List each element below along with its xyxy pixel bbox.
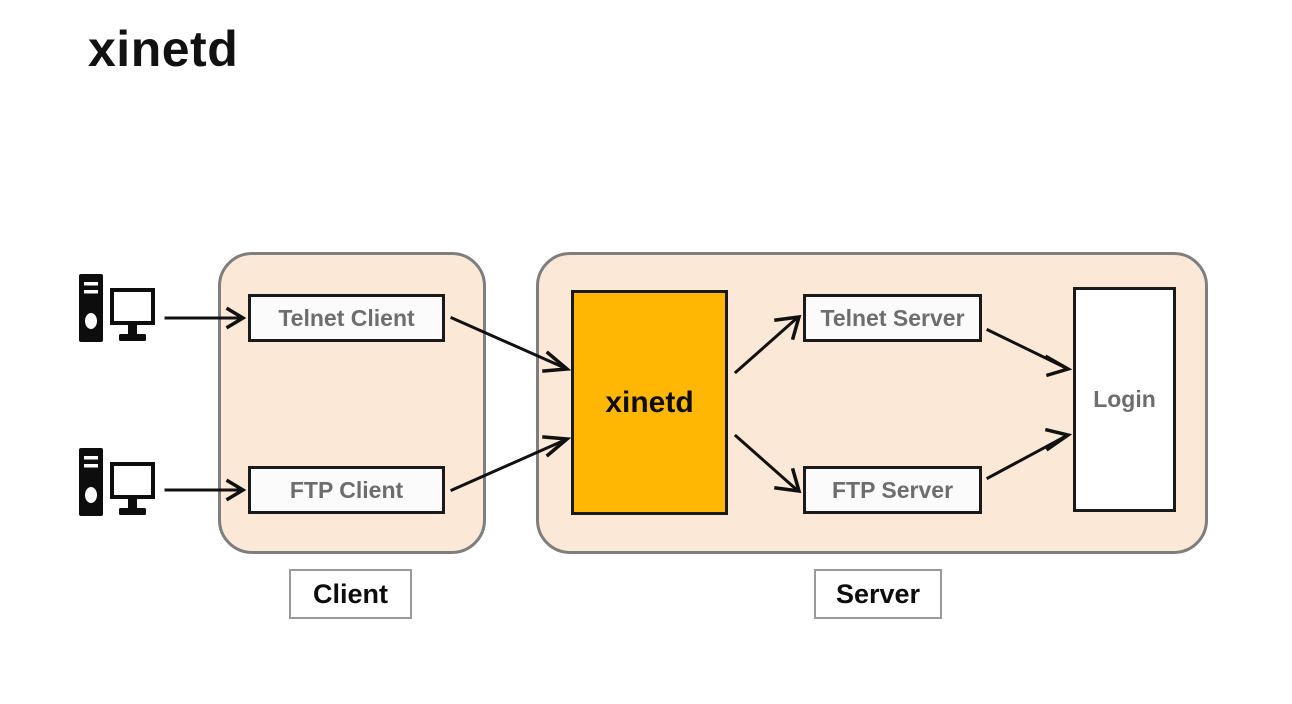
- service-box-label: FTP Client: [289, 476, 404, 503]
- login-label: Login: [1093, 386, 1156, 412]
- server-zone-caption: Server: [814, 569, 942, 619]
- service-box-ftp-client[interactable]: FTP Client: [248, 466, 445, 514]
- service-box-ftp-server[interactable]: FTP Server: [803, 466, 982, 514]
- desktop-computer-icon: [77, 446, 157, 523]
- client-zone-caption: Client: [289, 569, 412, 619]
- login-box[interactable]: Login: [1073, 287, 1176, 512]
- service-box-label: FTP Server: [831, 476, 954, 503]
- desktop-computer-icon: [77, 272, 157, 349]
- service-box-telnet-client[interactable]: Telnet Client: [248, 294, 445, 342]
- service-box-label: Telnet Server: [820, 304, 965, 331]
- xinetd-label: xinetd: [605, 385, 694, 419]
- page-title: xinetd: [88, 21, 239, 77]
- caption-label: Client: [312, 578, 388, 609]
- caption-label: Server: [835, 578, 921, 609]
- xinetd-daemon-block[interactable]: xinetd: [571, 290, 728, 515]
- service-box-telnet-server[interactable]: Telnet Server: [803, 294, 982, 342]
- service-box-label: Telnet Client: [278, 304, 415, 331]
